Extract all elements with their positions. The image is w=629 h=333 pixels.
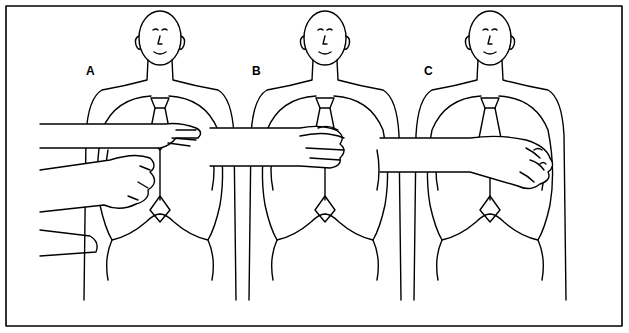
figure-label: C <box>424 64 433 78</box>
figure-label: B <box>252 64 261 78</box>
figure-label: A <box>86 64 95 78</box>
